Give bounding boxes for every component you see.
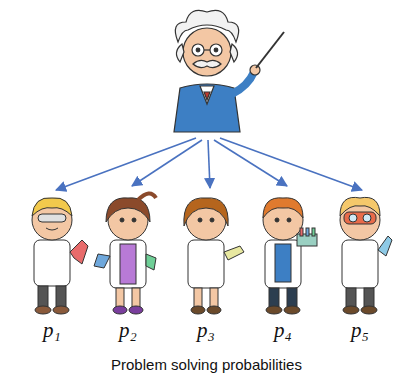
- probability-label: p₅: [348, 318, 372, 343]
- student-figure: [184, 198, 244, 314]
- probability-label: p₁: [40, 318, 64, 343]
- student-node: p₄: [271, 318, 295, 343]
- student-node: p₁: [40, 318, 64, 343]
- teacher-arrows: [56, 138, 362, 190]
- probability-label: p₃: [194, 318, 218, 343]
- probability-label: p₂: [116, 318, 140, 343]
- professor-figure: [174, 10, 284, 132]
- student-figure: [340, 197, 392, 314]
- student-figure: [263, 198, 317, 314]
- student-figure: [94, 193, 156, 314]
- student-node: p₃: [194, 318, 218, 343]
- student-node: p₂: [116, 318, 140, 343]
- figure-caption: Problem solving probabilities: [0, 356, 413, 373]
- student-figure: [32, 198, 88, 314]
- probability-label: p₄: [271, 318, 295, 343]
- student-node: p₅: [348, 318, 372, 343]
